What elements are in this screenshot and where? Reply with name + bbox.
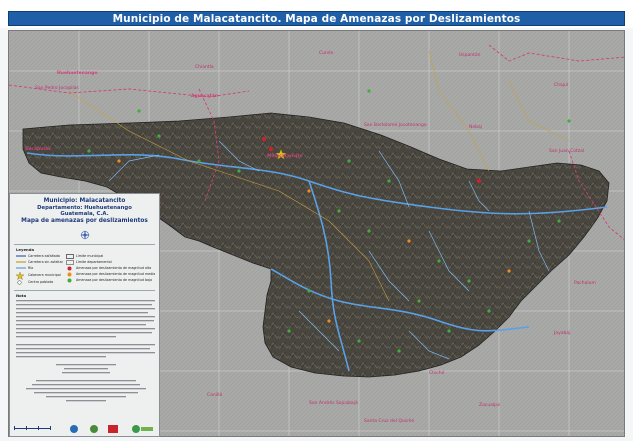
stream-network: [108, 140, 550, 360]
map-title: Municipio de Malacatancito. Mapa de Amen…: [112, 12, 521, 25]
municipal-seat-star-icon: [274, 148, 288, 160]
river-line-icon: [16, 267, 26, 269]
place-label: Huehuetenango: [57, 71, 98, 76]
legend-notes-text: [16, 300, 155, 402]
legend-item: Amenaza por deslizamiento de magnitud al…: [76, 266, 152, 270]
legend-item: Centro poblado: [28, 280, 54, 284]
legend-item: Carretera sin asfaltar: [28, 260, 63, 264]
place-label: Chajul: [554, 83, 569, 88]
legend-item: Límite municipal: [76, 254, 104, 258]
road-network: [68, 50, 570, 302]
legend-notes-heading: Nota: [16, 293, 27, 298]
place-label: Sacapulas: [25, 147, 51, 152]
legend-signs-heading: Leyenda: [16, 247, 35, 252]
dot-icon: [67, 278, 72, 283]
place-label: San Andrés Sajcabajá: [309, 401, 358, 406]
title-banner: Municipio de Malacatancito. Mapa de Amen…: [8, 11, 625, 26]
place-label: Malacatancito: [267, 154, 303, 159]
legend-item: Amenaza por deslizamiento de magnitud ba…: [76, 278, 153, 282]
place-label: San Pedro Jocopilas: [35, 86, 79, 91]
star-icon: [16, 272, 24, 280]
departmental-boundary: [9, 44, 624, 264]
compass-icon: [80, 230, 90, 240]
legend-municipio: Municipio: Malacatancito: [43, 198, 126, 204]
municipality-area: [22, 112, 610, 378]
place-label: Pachalum: [574, 281, 596, 286]
place-label: San Juan Cotzal: [549, 149, 585, 154]
road-line-icon: [16, 261, 26, 263]
box-outline-icon: [66, 260, 74, 265]
place-label: Canillá: [207, 393, 223, 398]
legend-item: Límite departamental: [76, 260, 112, 264]
hazard-points: [87, 89, 571, 353]
legend-map-title: Mapa de amenazas por deslizamientos: [21, 217, 148, 224]
dot-icon: [67, 272, 72, 277]
place-label: Uspantán: [459, 53, 481, 58]
place-label: Santa Cruz del Quiché: [364, 419, 415, 424]
dot-icon: [17, 280, 22, 285]
legend-item: Carretera asfaltada: [28, 254, 60, 258]
place-label: Joyabaj: [554, 331, 571, 336]
legend-divider: [14, 244, 155, 245]
place-label: San Bartolomé Jocotenango: [364, 123, 427, 128]
legend-item: Río: [28, 266, 34, 270]
legend-item: Amenaza por deslizamiento de magnitud me…: [76, 272, 156, 276]
legend-item: Cabecera municipal: [28, 273, 61, 277]
title-area: Municipio de Malacatancito. Mapa de Amen…: [0, 0, 633, 28]
place-label: Chiantla: [195, 65, 214, 70]
river-network: [26, 152, 608, 372]
road-line-icon: [16, 255, 26, 257]
place-label: Chiché: [429, 371, 445, 376]
place-label: Zacualpa: [479, 403, 500, 408]
legend-panel: Municipio: Malacatancito Departamento: H…: [9, 193, 160, 437]
place-label: Aguacatán: [191, 94, 219, 99]
legend-divider: [14, 290, 155, 291]
place-label: Cunén: [319, 51, 334, 56]
legend-departamento: Departamento: Huehuetenango: [37, 204, 132, 211]
legend-country: Guatemala, C.A.: [60, 211, 109, 217]
dot-icon: [67, 266, 72, 271]
box-outline-icon: [66, 254, 74, 259]
institution-logos: [14, 425, 153, 433]
place-label: Nebaj: [469, 125, 482, 130]
